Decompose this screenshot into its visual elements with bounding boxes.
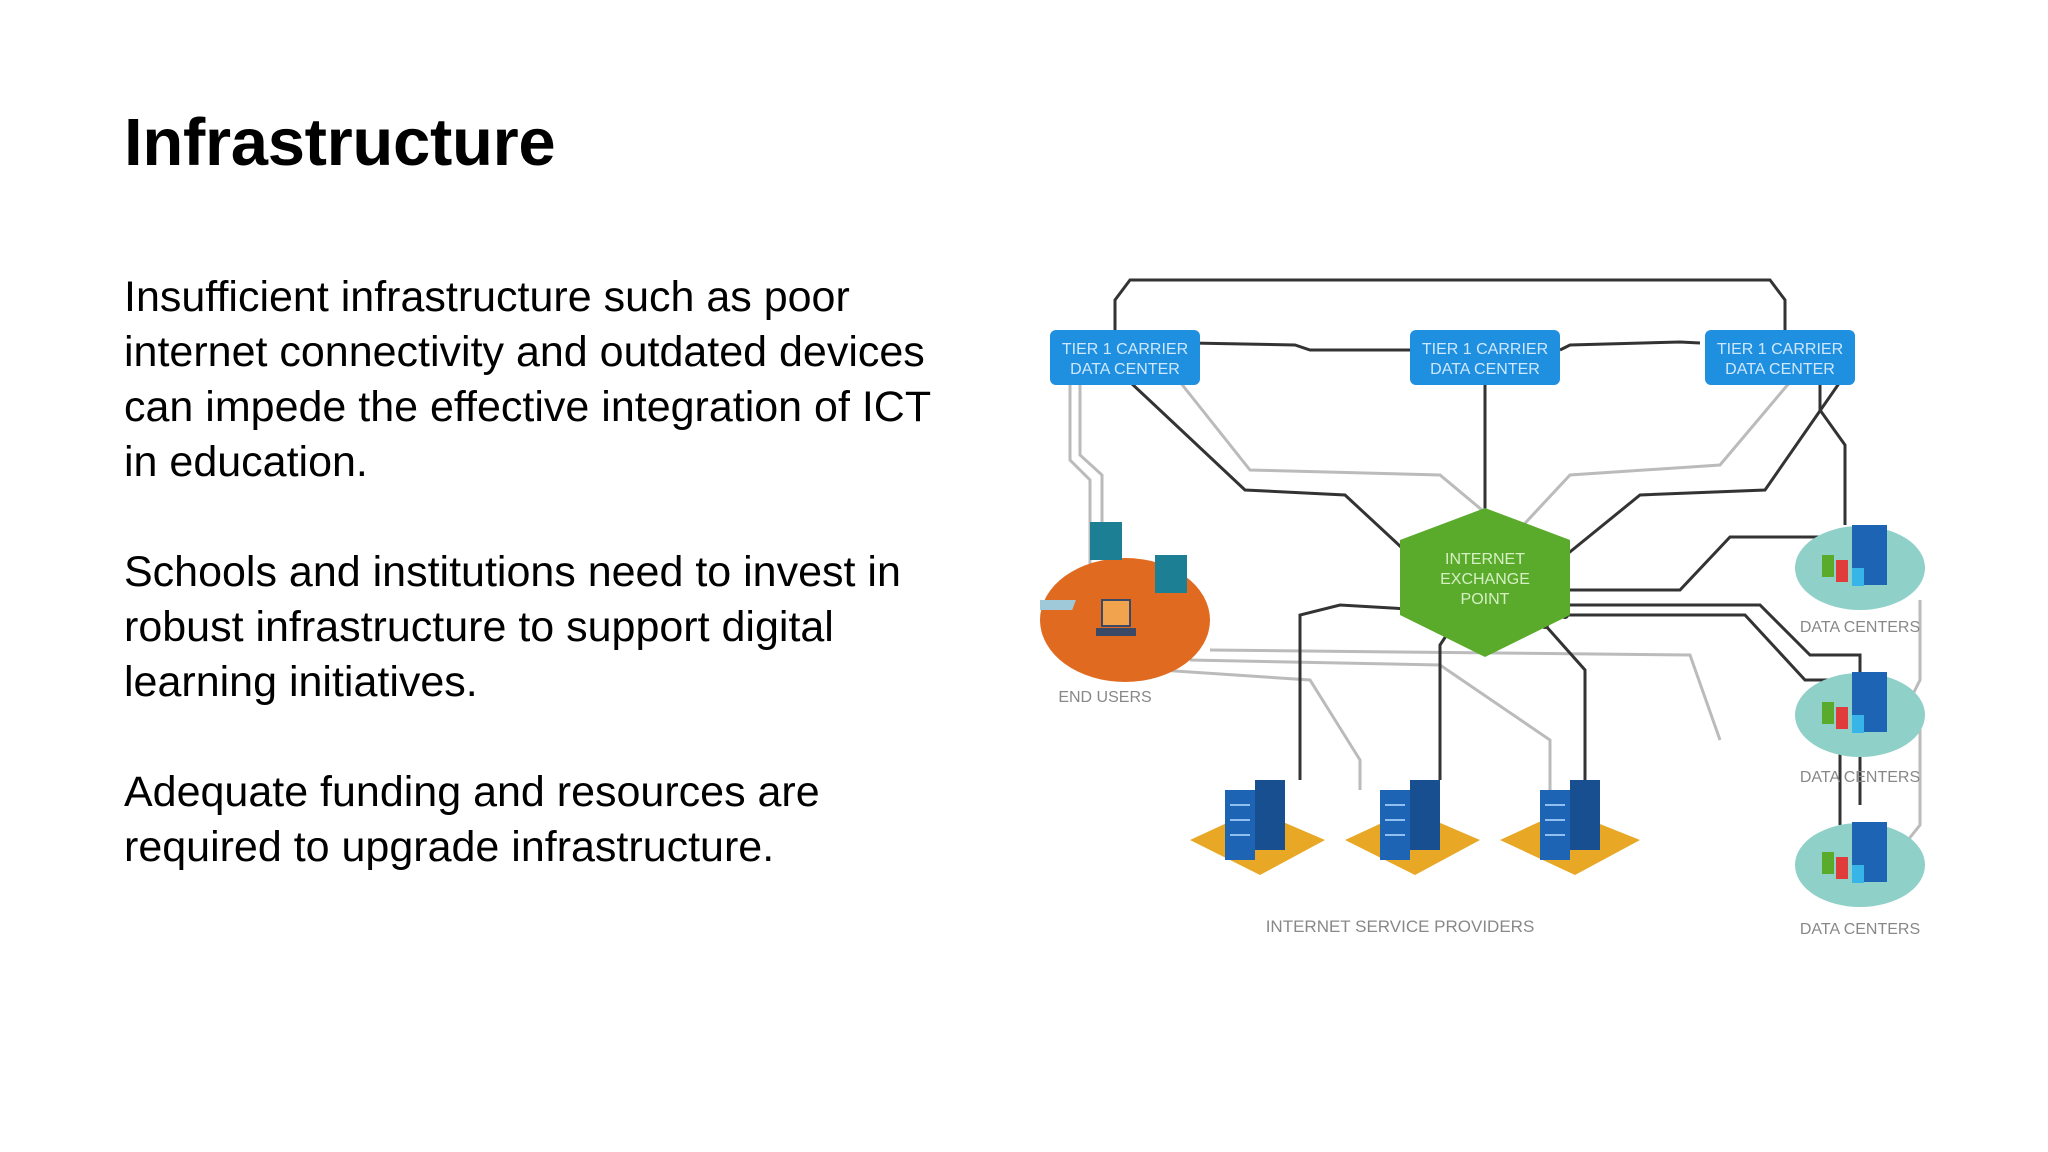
server-lines (1230, 804, 1250, 836)
network-diagram-svg: TIER 1 CARRIER DATA CENTER TIER 1 CARRIE… (1040, 278, 1925, 938)
internet-exchange-point: INTERNET EXCHANGE POINT (1400, 508, 1570, 657)
data-center-3-label: DATA CENTERS (1800, 921, 1920, 938)
laptop-icon (1096, 599, 1136, 636)
paragraph-infrastructure-issues: Insufficient infrastructure such as poor… (124, 273, 932, 486)
isp-label: INTERNET SERVICE PROVIDERS (1266, 917, 1535, 936)
data-center-2: DATA CENTERS (1795, 672, 1925, 786)
monitor-icon (1040, 555, 1187, 610)
data-center-1-label: DATA CENTERS (1800, 619, 1920, 636)
end-users-node: END USERS (1040, 522, 1210, 706)
dark-links (1113, 278, 1862, 825)
tier1-left-label-line1: TIER 1 CARRIER (1062, 341, 1188, 358)
data-center-2-label: DATA CENTERS (1800, 769, 1920, 786)
tier1-left-label-line2: DATA CENTER (1070, 361, 1180, 378)
paragraph-invest: Schools and institutions need to invest … (124, 548, 901, 706)
paragraph-funding: Adequate funding and resources are requi… (124, 768, 820, 871)
tier1-right-label-line2: DATA CENTER (1725, 361, 1835, 378)
tier1-carrier-right: TIER 1 CARRIER DATA CENTER (1705, 330, 1855, 385)
ixp-label-line1: INTERNET (1445, 551, 1525, 568)
ixp-label-line3: POINT (1461, 591, 1510, 608)
end-users-label: END USERS (1058, 689, 1151, 706)
tier1-middle-label-line2: DATA CENTER (1430, 361, 1540, 378)
tier1-right-label-line1: TIER 1 CARRIER (1717, 341, 1843, 358)
data-center-3: DATA CENTERS (1795, 822, 1925, 938)
isp-node-2 (1345, 780, 1480, 875)
server-lines (1385, 804, 1405, 836)
network-diagram: TIER 1 CARRIER DATA CENTER TIER 1 CARRIE… (1040, 270, 1940, 960)
isp-node-3 (1500, 780, 1640, 875)
light-links (1068, 381, 1922, 851)
tier1-middle-label-line1: TIER 1 CARRIER (1422, 341, 1548, 358)
isp-node-1 (1190, 780, 1325, 875)
body-text: Insufficient infrastructure such as poor… (124, 270, 1004, 930)
tier1-carrier-middle: TIER 1 CARRIER DATA CENTER (1410, 330, 1560, 385)
slide-title: Infrastructure (124, 105, 556, 180)
server-lines (1545, 804, 1565, 836)
monitor-icon (1090, 522, 1122, 560)
data-center-1: DATA CENTERS (1795, 525, 1925, 636)
tier1-carrier-left: TIER 1 CARRIER DATA CENTER (1050, 330, 1200, 385)
ixp-label-line2: EXCHANGE (1440, 571, 1530, 588)
